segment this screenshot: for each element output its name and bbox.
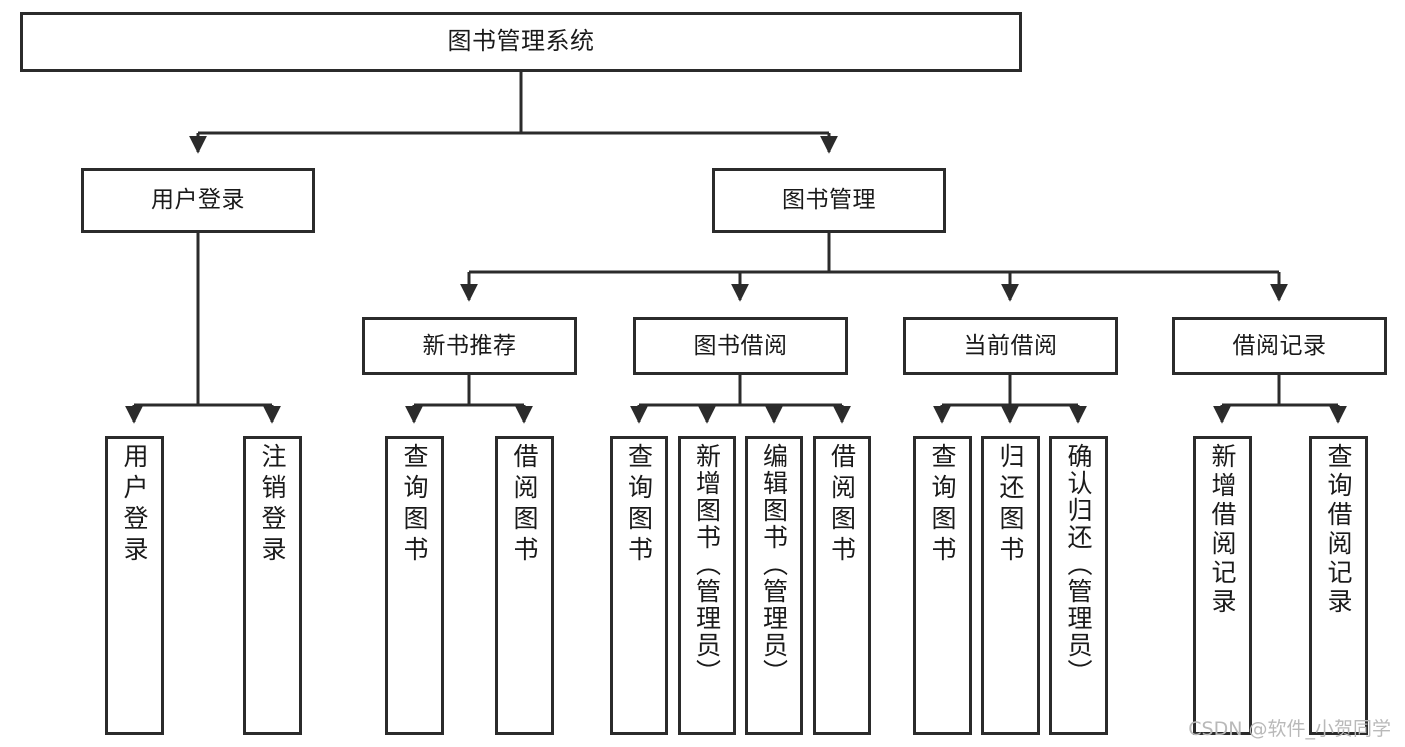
leaf-borrow-book-new-book-rec[interactable]: 借阅图书 bbox=[495, 436, 554, 735]
node-new-book-recommendation[interactable]: 新书推荐 bbox=[362, 317, 577, 375]
leaf-query-borrow-record[interactable]: 查询借阅记录 bbox=[1309, 436, 1368, 735]
node-book-borrow[interactable]: 图书借阅 bbox=[633, 317, 848, 375]
node-label: 借阅记录 bbox=[1232, 332, 1327, 359]
node-label: 图书借阅 bbox=[693, 332, 788, 359]
node-label: 图书管理 bbox=[782, 187, 876, 214]
leaf-confirm-return-admin[interactable]: 确认归还（管理员） bbox=[1049, 436, 1108, 735]
node-label: 查询图书 bbox=[928, 443, 957, 567]
node-label: 借阅图书 bbox=[827, 443, 857, 567]
node-label: 注销登录 bbox=[258, 443, 287, 567]
node-borrow-record[interactable]: 借阅记录 bbox=[1172, 317, 1387, 375]
node-label: 新增图书（管理员） bbox=[692, 443, 722, 686]
node-label: 归还图书 bbox=[996, 443, 1025, 567]
leaf-logout-login[interactable]: 注销登录 bbox=[243, 436, 302, 735]
leaf-query-book-current-borrow[interactable]: 查询图书 bbox=[913, 436, 972, 735]
node-label: 借阅图书 bbox=[510, 443, 539, 567]
node-book-management[interactable]: 图书管理 bbox=[712, 168, 946, 233]
node-label: 用户登录 bbox=[151, 187, 245, 214]
leaf-query-book-new-book-rec[interactable]: 查询图书 bbox=[385, 436, 444, 735]
leaf-borrow-book-book-borrow[interactable]: 借阅图书 bbox=[813, 436, 871, 735]
node-user-login[interactable]: 用户登录 bbox=[81, 168, 315, 233]
watermark-text: CSDN @软件_小贺同学 bbox=[1188, 718, 1391, 740]
node-label: 确认归还（管理员） bbox=[1064, 443, 1093, 686]
node-label: 新增借阅记录 bbox=[1208, 443, 1237, 617]
node-label: 新书推荐 bbox=[422, 332, 517, 359]
leaf-add-book-admin[interactable]: 新增图书（管理员） bbox=[678, 436, 736, 735]
leaf-add-borrow-record[interactable]: 新增借阅记录 bbox=[1193, 436, 1252, 735]
node-current-borrow[interactable]: 当前借阅 bbox=[903, 317, 1118, 375]
node-label: 查询借阅记录 bbox=[1324, 443, 1353, 617]
node-root-book-management-system[interactable]: 图书管理系统 bbox=[20, 12, 1022, 72]
leaf-user-login[interactable]: 用户登录 bbox=[105, 436, 164, 735]
node-label: 用户登录 bbox=[120, 443, 149, 567]
node-label: 编辑图书（管理员） bbox=[759, 443, 789, 686]
node-label: 图书管理系统 bbox=[447, 27, 595, 56]
leaf-edit-book-admin[interactable]: 编辑图书（管理员） bbox=[745, 436, 803, 735]
node-label: 查询图书 bbox=[400, 443, 429, 567]
leaf-query-book-book-borrow[interactable]: 查询图书 bbox=[610, 436, 668, 735]
node-label: 当前借阅 bbox=[963, 332, 1058, 359]
node-label: 查询图书 bbox=[624, 443, 654, 567]
leaf-return-book[interactable]: 归还图书 bbox=[981, 436, 1040, 735]
